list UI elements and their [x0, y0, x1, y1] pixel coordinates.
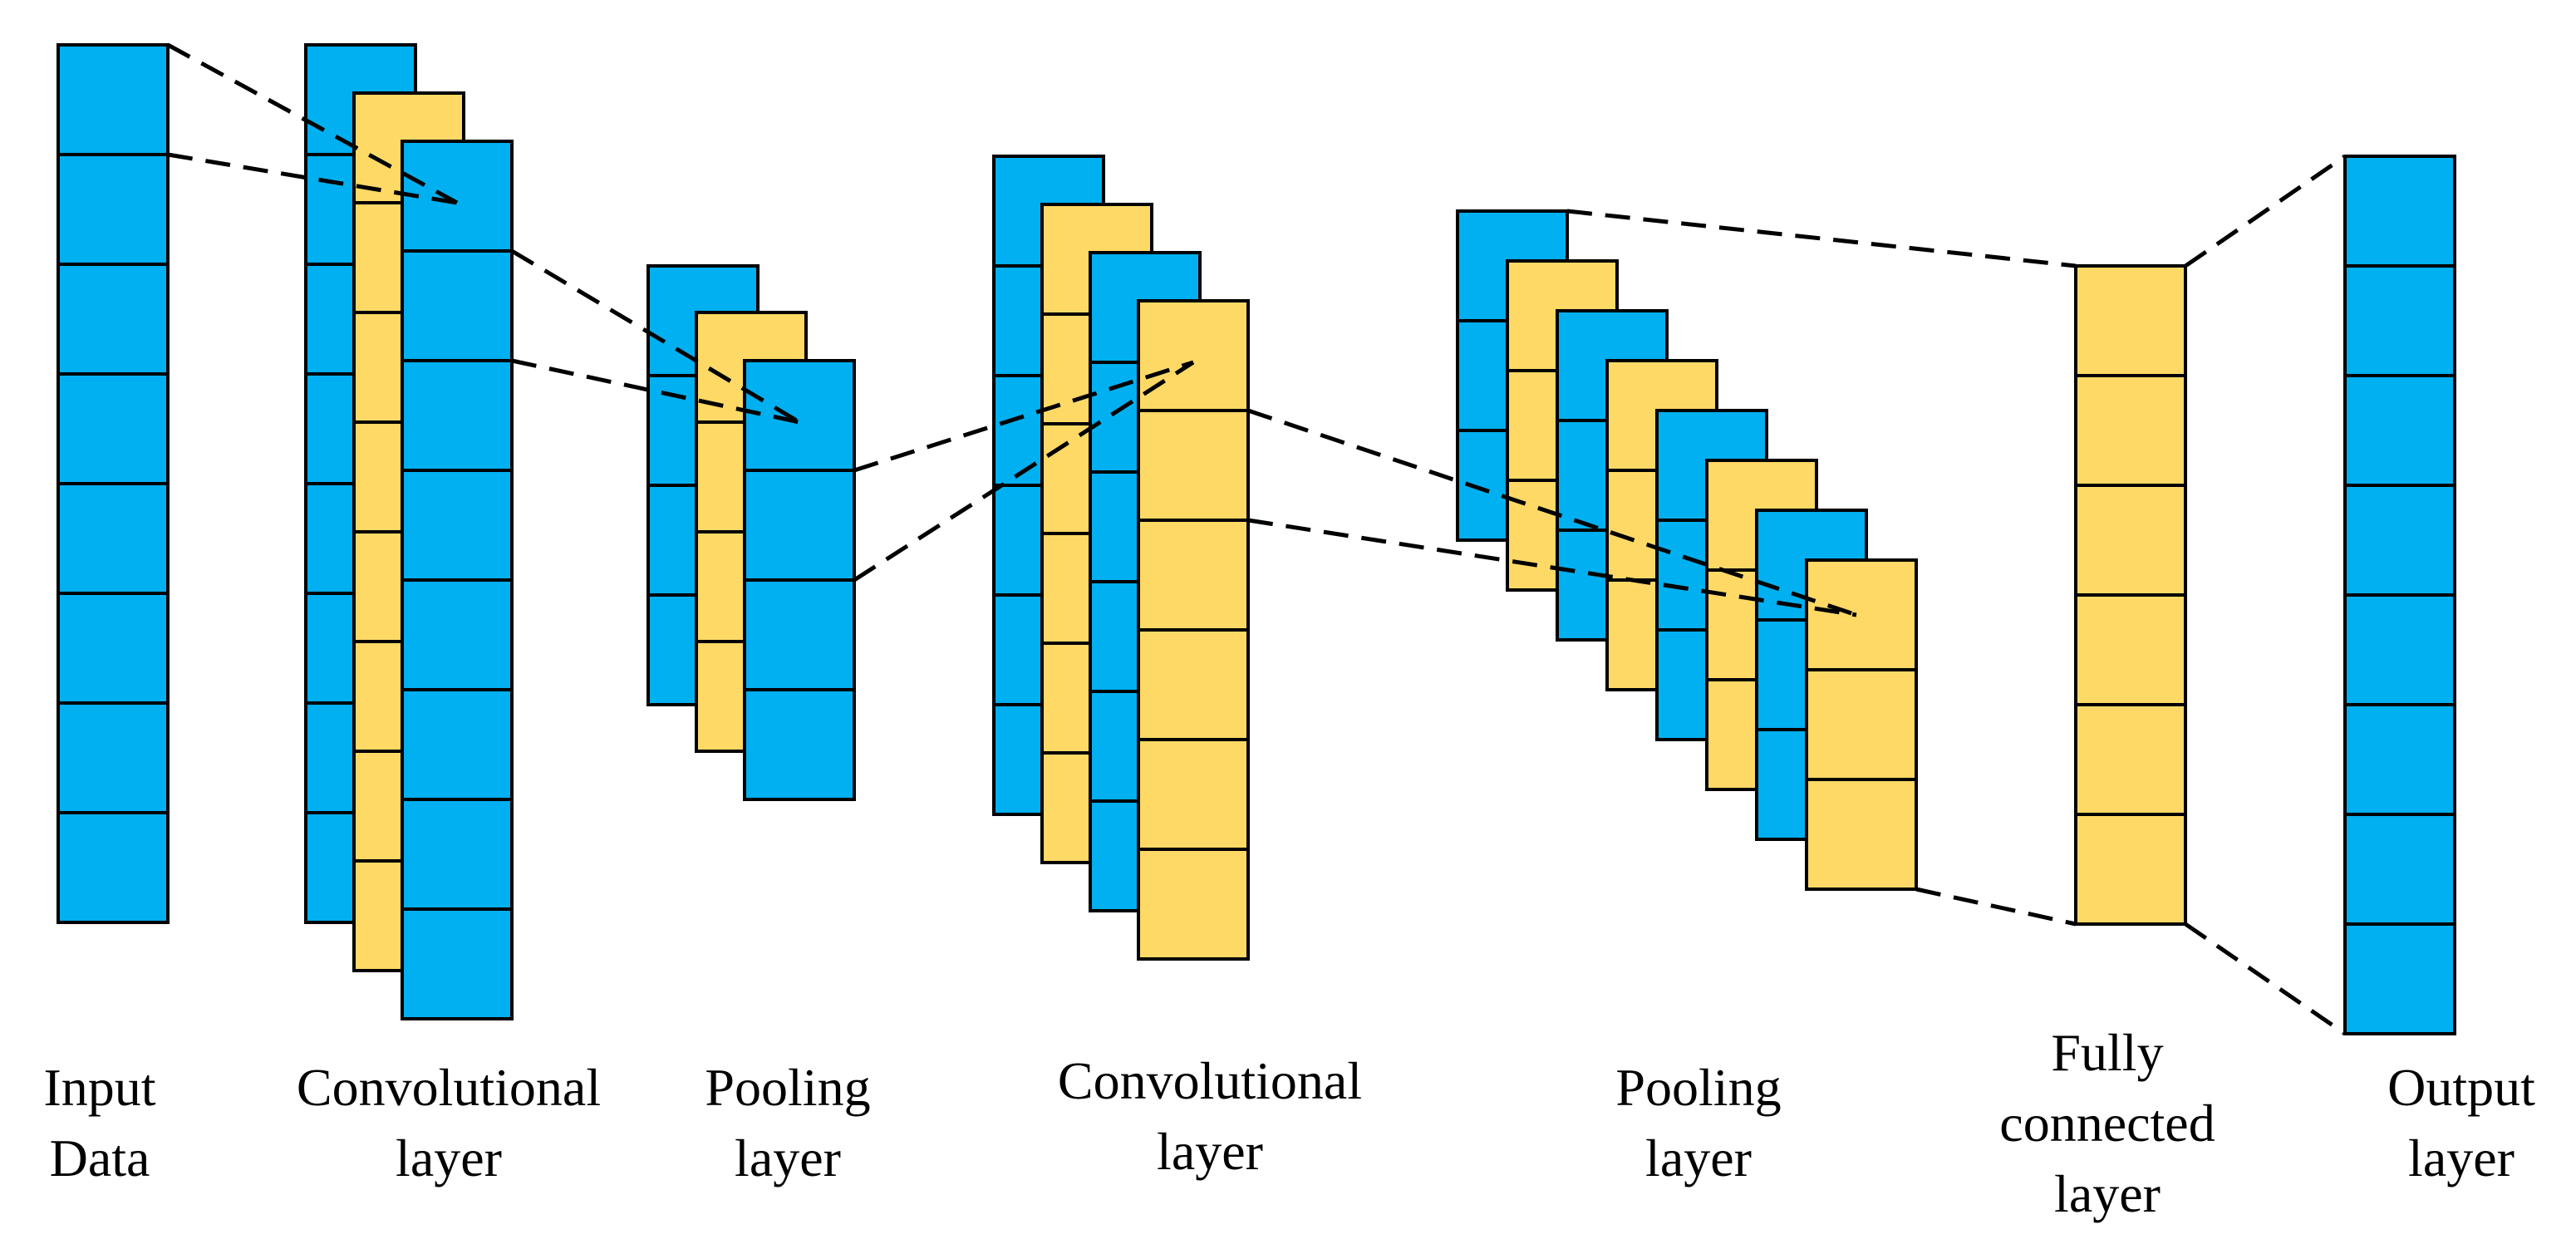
conv2-map-4-cell [1137, 738, 1250, 851]
fully-connected-column-cell [2074, 593, 2187, 706]
output-column-cell [2343, 484, 2456, 597]
label-conv-layer-2-line2: layer [1157, 1122, 1263, 1181]
label-pooling-layer-2-line2: layer [1645, 1128, 1752, 1187]
output-column-cell [2343, 703, 2456, 816]
input-data-column-cell [57, 592, 170, 705]
output-column-cell [2343, 155, 2456, 268]
label-conv-layer-2: Convolutional layer [1058, 1051, 1362, 1181]
conv1-map-3-cell [401, 798, 514, 911]
input-data-column-cell [57, 43, 170, 156]
conv1-map-3-cell [401, 907, 514, 1020]
label-fully-connected-line1: Fully [2051, 1023, 2163, 1082]
label-pooling-layer-1: Pooling layer [705, 1058, 870, 1187]
conv1-map-3-cell [401, 578, 514, 691]
conv2-map-4-cell [1137, 848, 1250, 961]
label-conv-layer-1-line1: Convolutional [297, 1058, 601, 1117]
input-data-column-cell [57, 263, 170, 376]
label-output-layer: Output layer [2387, 1058, 2535, 1187]
label-fully-connected-layer: Fully connected layer [1999, 1023, 2215, 1223]
fully-connected-column-cell [2074, 484, 2187, 597]
output-column [2343, 155, 2456, 1035]
conv1-map-3-cell [401, 469, 514, 582]
label-conv-layer-1-line2: layer [396, 1128, 502, 1187]
diagram-connectors [166, 42, 2347, 1036]
connector-fc-output-bottom [2184, 922, 2347, 1036]
label-input-data: Input Data [43, 1058, 155, 1187]
connector-input-conv1-top [166, 42, 459, 205]
pool2-map-8-cell [1805, 778, 1918, 891]
fully-connected-column [2074, 264, 2187, 926]
connector-input-conv1-bottom [167, 152, 458, 205]
input-data-column-cell [57, 372, 170, 485]
output-column-cell [2343, 374, 2456, 487]
label-input-data-line1: Input [43, 1058, 155, 1117]
fully-connected-column-cell [2074, 264, 2187, 377]
fully-connected-column-cell [2074, 374, 2187, 487]
output-column-cell [2343, 922, 2456, 1035]
fully-connected-column-cell [2074, 813, 2187, 926]
conv1-map-3 [401, 140, 514, 1020]
conv1-map-3-cell [401, 688, 514, 801]
connector-pool2-fc-bottom [1915, 887, 2077, 927]
label-output-layer-line2: layer [2408, 1128, 2515, 1187]
pool2-map-8-cell [1805, 668, 1918, 781]
output-column-cell [2343, 813, 2456, 926]
conv2-map-4-cell [1137, 409, 1250, 522]
connector-pool2-fc-top [1566, 209, 2077, 268]
conv2-map-4 [1137, 299, 1250, 961]
input-data-column-cell [57, 811, 170, 924]
connector-fc-output-top [2184, 154, 2347, 268]
label-conv-layer-2-line1: Convolutional [1058, 1051, 1362, 1110]
connector-conv1-pool1-top [510, 248, 801, 425]
output-column-cell [2343, 264, 2456, 377]
connector-conv2-pool2-top [1247, 408, 1857, 617]
label-output-layer-line1: Output [2387, 1058, 2535, 1117]
connector-pool1-conv2-top [853, 360, 1194, 473]
label-pooling-layer-2-line1: Pooling [1615, 1058, 1781, 1117]
connector-conv1-pool1-bottom [511, 358, 800, 425]
input-data-column-cell [57, 701, 170, 814]
input-data-column-cell [57, 482, 170, 595]
label-pooling-layer-1-line2: layer [735, 1128, 841, 1187]
pool1-map-3-cell [743, 359, 856, 472]
input-data-column-cell [57, 153, 170, 266]
connector-conv2-pool2-bottom [1247, 518, 1857, 617]
pool1-map-3 [743, 359, 856, 801]
pool1-map-3-cell [743, 469, 856, 582]
label-pooling-layer-1-line1: Pooling [705, 1058, 870, 1117]
fully-connected-column-cell [2074, 703, 2187, 816]
label-pooling-layer-2: Pooling layer [1615, 1058, 1781, 1187]
conv2-map-4-cell [1137, 299, 1250, 412]
conv1-map-3-cell [401, 249, 514, 362]
label-fully-connected-line2: connected [1999, 1094, 2215, 1153]
label-conv-layer-1: Convolutional layer [297, 1058, 601, 1187]
pool1-map-3-cell [743, 688, 856, 801]
pool1-map-3-cell [743, 578, 856, 691]
conv1-map-3-cell [401, 140, 514, 253]
label-fully-connected-line3: layer [2054, 1164, 2161, 1223]
connector-pool1-conv2-bottom [853, 360, 1195, 583]
conv2-map-4-cell [1137, 628, 1250, 741]
label-input-data-line2: Data [50, 1128, 150, 1187]
input-data-column [57, 43, 170, 924]
conv1-map-3-cell [401, 359, 514, 472]
pool2-map-8-cell [1805, 558, 1918, 671]
pool2-map-8 [1805, 558, 1918, 891]
conv2-map-4-cell [1137, 519, 1250, 632]
output-column-cell [2343, 593, 2456, 706]
diagram-shapes [57, 43, 2456, 1035]
